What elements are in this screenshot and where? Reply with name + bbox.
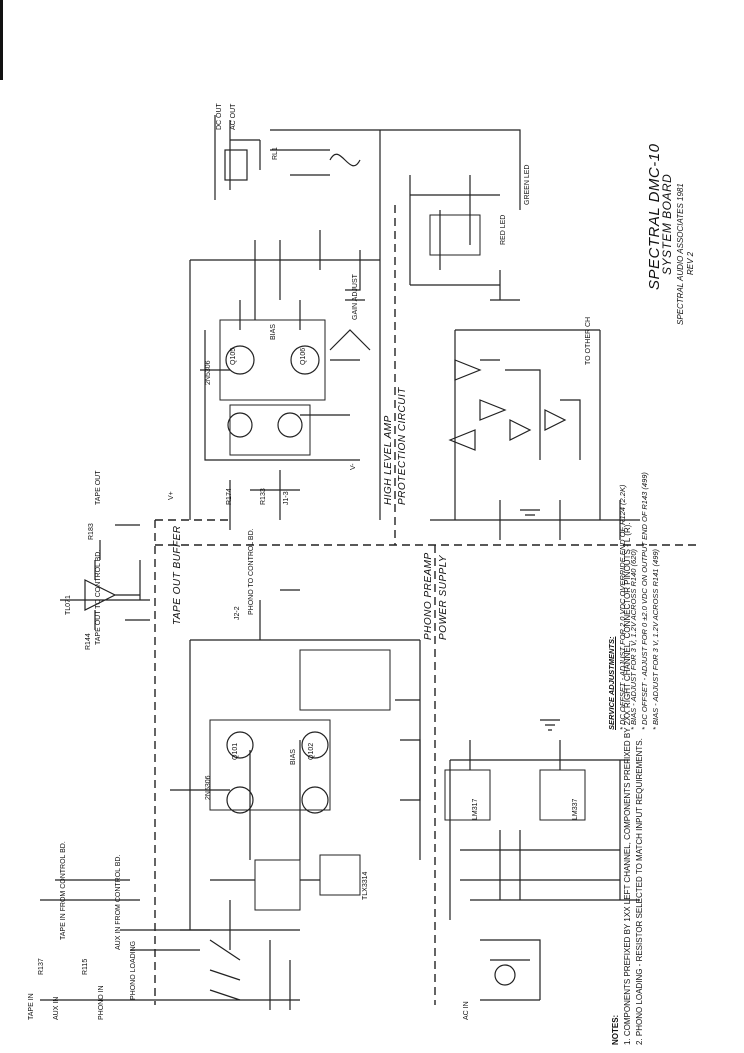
connector-ac-in: AC IN — [463, 1001, 470, 1020]
connector-phono-loading: PHONO LOADING — [130, 940, 137, 1000]
section-power-supply: POWER SUPPLY — [438, 554, 449, 640]
connector-ac-out: AC OUT — [230, 103, 237, 130]
label-r115: R115 — [82, 958, 89, 975]
power-supply-circuit — [444, 740, 640, 1001]
label-rl1: RL1 — [272, 147, 279, 160]
service-item: * BIAS - ADJUST FOR 3 V, 1.2V ACROSS R14… — [651, 548, 660, 730]
label-j2-2: J2-2 — [234, 606, 241, 620]
label-bias-2: BIAS — [290, 749, 297, 765]
label-tlx3314: TLX3314 — [362, 871, 369, 900]
label-j1-3: J1-3 — [283, 491, 290, 505]
connector-phono-to-control: PHONO TO CONTROL BD. — [248, 528, 255, 615]
section-high-level-amp: HIGH LEVEL AMP — [383, 415, 394, 505]
label-q101: Q101 — [232, 742, 239, 760]
section-protection: PROTECTION CIRCUIT — [397, 387, 408, 505]
label-q102: Q102 — [308, 742, 315, 760]
phono-input-circuit — [40, 929, 300, 1010]
protection-circuit — [409, 175, 640, 540]
connector-to-other-ch: TO OTHER CH — [585, 316, 592, 365]
label-q106: Q106 — [300, 347, 307, 365]
label-v-plus: V+ — [168, 491, 175, 500]
label-lm317: LM317 — [472, 798, 479, 820]
note-item: 2. PHONO LOADING - RESISTOR SELECTED TO … — [635, 738, 644, 1045]
connector-tape-out-control: TAPE OUT TO CONTROL BD. — [95, 549, 102, 645]
connector-phono-in: PHONO IN — [98, 985, 105, 1020]
label-q105: Q105 — [230, 347, 237, 365]
connector-aux-in-control: AUX IN FROM CONTROL BD. — [115, 854, 122, 950]
label-green-led: GREEN LED — [524, 164, 531, 205]
label-r183: R183 — [88, 523, 95, 540]
section-tape-out-buffer: TAPE OUT BUFFER — [172, 525, 183, 625]
label-red-led: RED LED — [500, 214, 507, 245]
label-bias-1: BIAS — [270, 324, 277, 340]
label-r174: R174 — [226, 488, 233, 505]
label-tl071: TL071 — [65, 595, 72, 615]
notes-block: NOTES: 1. COMPONENTS PREFIXED BY 1XX LEF… — [610, 522, 646, 1045]
phono-preamp-circuit — [170, 589, 421, 950]
tape-out-buffer-circuit — [60, 524, 150, 630]
title-rev: REV 2 — [686, 251, 695, 275]
note-item: 1. COMPONENTS PREFIXED BY 1XX LEFT CHANN… — [623, 522, 632, 1045]
high-level-amp-circuit — [189, 230, 381, 530]
connector-aux-in: AUX IN — [53, 996, 60, 1020]
notes-heading: NOTES: — [611, 1014, 620, 1045]
connector-tape-in: TAPE IN — [28, 993, 35, 1020]
connector-tape-in-control: TAPE IN FROM CONTROL BD. — [60, 841, 67, 940]
title-sub: SYSTEM BOARD — [660, 173, 674, 275]
title-company: SPECTRAL AUDIO ASSOCIATES 1981 — [676, 183, 685, 325]
label-r133: R133 — [260, 488, 267, 505]
connector-dc-out: DC OUT — [216, 103, 223, 130]
connector-tape-out: TAPE OUT — [95, 470, 102, 505]
label-lm337: LM337 — [572, 798, 579, 820]
label-2n5306-a: 2N5306 — [205, 360, 212, 385]
label-r137: R137 — [38, 958, 45, 975]
scan-edge-mark — [0, 0, 3, 80]
relay-output-circuit — [214, 115, 521, 260]
label-gain-adjust: GAIN ADJUST — [352, 274, 359, 320]
section-phono-preamp: PHONO PREAMP — [423, 552, 434, 640]
label-v-minus: V- — [350, 463, 357, 470]
label-r144: R144 — [85, 633, 92, 650]
label-2n5306-b: 2N5306 — [205, 775, 212, 800]
